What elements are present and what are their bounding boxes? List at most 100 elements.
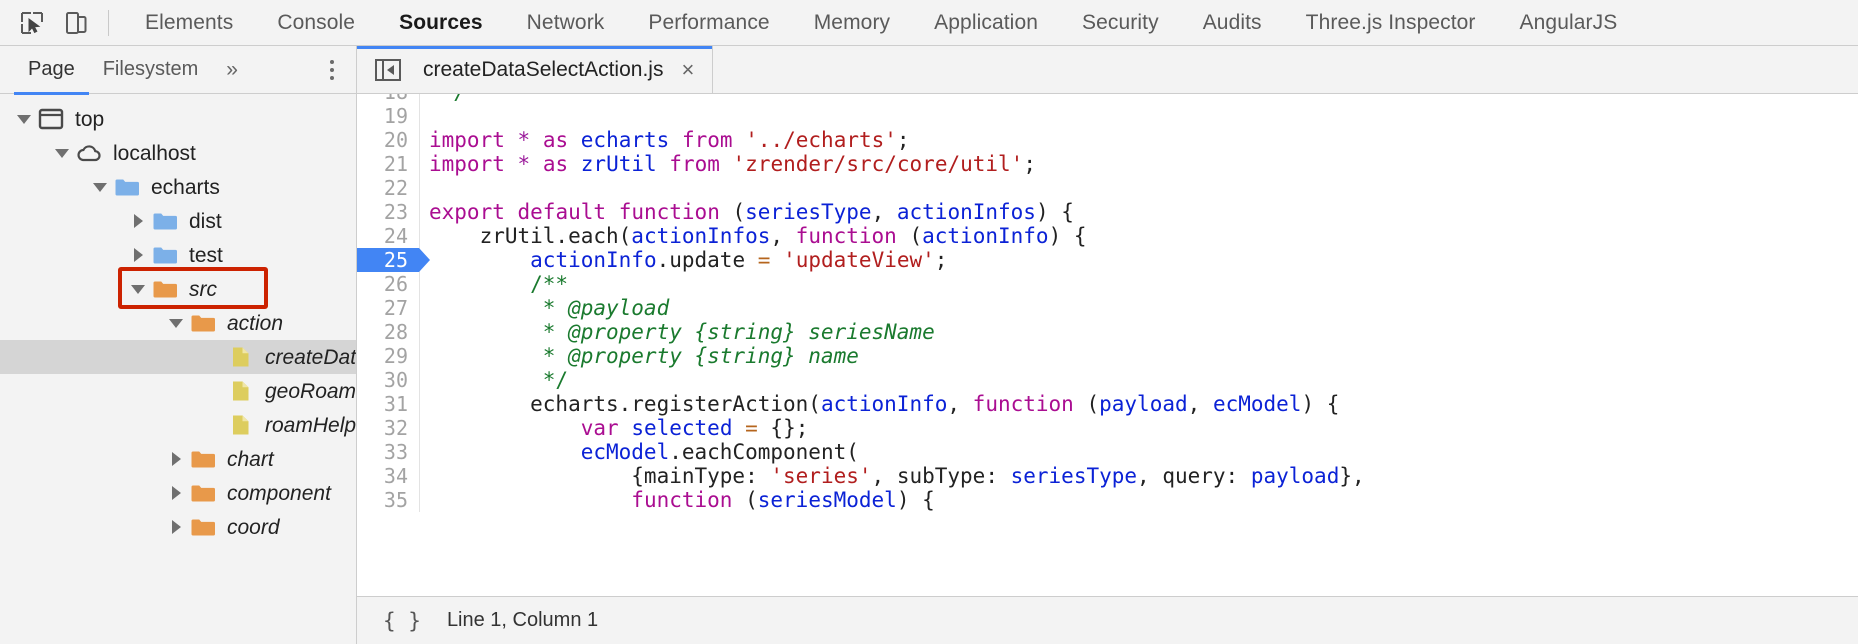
code-token: ,	[947, 392, 973, 416]
gutter-divider	[419, 464, 420, 488]
line-number[interactable]: 22	[383, 176, 408, 200]
tree-item-coord[interactable]: coord	[0, 510, 356, 544]
show-navigator-icon[interactable]	[375, 58, 401, 81]
folder-blue	[114, 176, 140, 198]
tree-item-test[interactable]: test	[0, 238, 356, 272]
tab-security[interactable]: Security	[1060, 0, 1181, 46]
line-number[interactable]: 18	[357, 94, 419, 104]
line-number[interactable]: 24	[383, 224, 408, 248]
line-number[interactable]: 20	[383, 128, 408, 152]
pretty-print-button[interactable]: { }	[383, 608, 421, 633]
code-token: ;	[934, 248, 948, 272]
code-token: ;	[1023, 152, 1036, 176]
code-text: export default function (seriesType, act…	[429, 200, 1074, 224]
nav-subtab-filesystem[interactable]: Filesystem	[89, 46, 213, 94]
tree-item-echarts[interactable]: echarts	[0, 170, 356, 204]
code-token: '../echarts'	[745, 128, 897, 152]
tab-label: Memory	[813, 10, 891, 34]
device-toolbar-icon[interactable]	[54, 1, 98, 45]
chevron-right-icon[interactable]	[128, 214, 148, 228]
code-token: */	[429, 94, 467, 104]
tree-item-action[interactable]: action	[0, 306, 356, 340]
chevron-right-icon[interactable]	[166, 452, 186, 466]
line-number[interactable]: 34	[383, 464, 408, 488]
line-number[interactable]: 33	[383, 440, 408, 464]
tree-item-localhost[interactable]: localhost	[0, 136, 356, 170]
tree-item-top[interactable]: top	[0, 102, 356, 136]
chevron-down-icon[interactable]	[166, 318, 186, 328]
chevron-right-icon[interactable]	[166, 520, 186, 534]
line-number-breakpoint[interactable]: 25	[357, 248, 430, 272]
tree-item-label: component	[227, 481, 331, 505]
line-number[interactable]: 35	[383, 488, 408, 512]
code-text: * @payload	[429, 296, 669, 320]
nav-more-tabs-icon[interactable]: »	[226, 58, 238, 81]
inspect-cursor-icon[interactable]	[10, 1, 54, 45]
chevron-down-icon[interactable]	[52, 148, 72, 158]
folder-orange	[190, 482, 216, 504]
line-number[interactable]: 23	[383, 200, 408, 224]
code-token: ) {	[1301, 392, 1340, 416]
chevron-down-icon[interactable]	[14, 114, 34, 124]
code-token: actionInfo	[820, 392, 948, 416]
editor-file-tab[interactable]: createDataSelectAction.js ×	[357, 46, 714, 93]
line-number[interactable]: 30	[383, 368, 408, 392]
tab-application[interactable]: Application	[912, 0, 1060, 46]
tab-elements[interactable]: Elements	[123, 0, 255, 46]
code-token	[770, 248, 783, 272]
chevron-down-icon[interactable]	[90, 182, 110, 192]
tab-console[interactable]: Console	[255, 0, 377, 46]
code-line: 27 * @payload	[357, 296, 1858, 320]
chevron-right-icon[interactable]	[128, 248, 148, 262]
code-token: ,	[871, 200, 897, 224]
folder-orange	[190, 312, 216, 334]
tree-item-label: echarts	[151, 175, 220, 199]
tree-item-component[interactable]: component	[0, 476, 356, 510]
navigator-toolbar: Page Filesystem »	[0, 46, 356, 95]
tab-audits[interactable]: Audits	[1181, 0, 1284, 46]
tab-angularjs[interactable]: AngularJS	[1498, 0, 1640, 46]
tree-item-src[interactable]: src	[0, 272, 356, 306]
close-icon[interactable]: ×	[681, 56, 695, 82]
nav-subtab-page[interactable]: Page	[14, 46, 89, 95]
tab-three-js-inspector[interactable]: Three.js Inspector	[1284, 0, 1498, 46]
code-line: 33 ecModel.eachComponent(	[357, 440, 1858, 464]
code-text: */	[429, 94, 467, 104]
code-line: 31 echarts.registerAction(actionInfo, fu…	[357, 392, 1858, 416]
line-number[interactable]: 32	[383, 416, 408, 440]
code-token: {};	[757, 416, 809, 440]
line-number[interactable]: 26	[383, 272, 408, 296]
folder-blue	[152, 210, 178, 232]
tree-item-label: geoRoam.js	[265, 379, 356, 403]
line-number[interactable]: 29	[383, 344, 408, 368]
tab-network[interactable]: Network	[505, 0, 627, 46]
chevron-down-icon[interactable]	[128, 284, 148, 294]
tab-performance[interactable]: Performance	[626, 0, 791, 46]
code-token: ) {	[1035, 200, 1074, 224]
line-number[interactable]: 21	[383, 152, 408, 176]
tree-item-dist[interactable]: dist	[0, 204, 356, 238]
tree-item-roamhelper-js[interactable]: roamHelper.js	[0, 408, 356, 442]
file-tab-active-indicator	[357, 46, 713, 49]
tree-item-createdataselectaction-js[interactable]: createDataSelectAction.js	[0, 340, 356, 374]
line-number[interactable]: 27	[383, 296, 408, 320]
line-number[interactable]: 19	[383, 104, 408, 128]
tab-sources[interactable]: Sources	[377, 0, 505, 46]
code-line: 18 */	[357, 94, 1858, 104]
chevron-right-icon[interactable]	[166, 486, 186, 500]
code-token: function	[972, 392, 1074, 416]
more-options-icon[interactable]	[330, 59, 334, 80]
tree-item-georoam-js[interactable]: geoRoam.js	[0, 374, 356, 408]
line-number[interactable]: 31	[383, 392, 408, 416]
code-token	[568, 128, 581, 152]
line-number[interactable]: 28	[383, 320, 408, 344]
code-line: 32 var selected = {};	[357, 416, 1858, 440]
tab-memory[interactable]: Memory	[792, 0, 912, 46]
code-token: as	[542, 128, 569, 152]
code-token	[505, 200, 518, 224]
tree-item-label: test	[189, 243, 223, 267]
tree-item-chart[interactable]: chart	[0, 442, 356, 476]
